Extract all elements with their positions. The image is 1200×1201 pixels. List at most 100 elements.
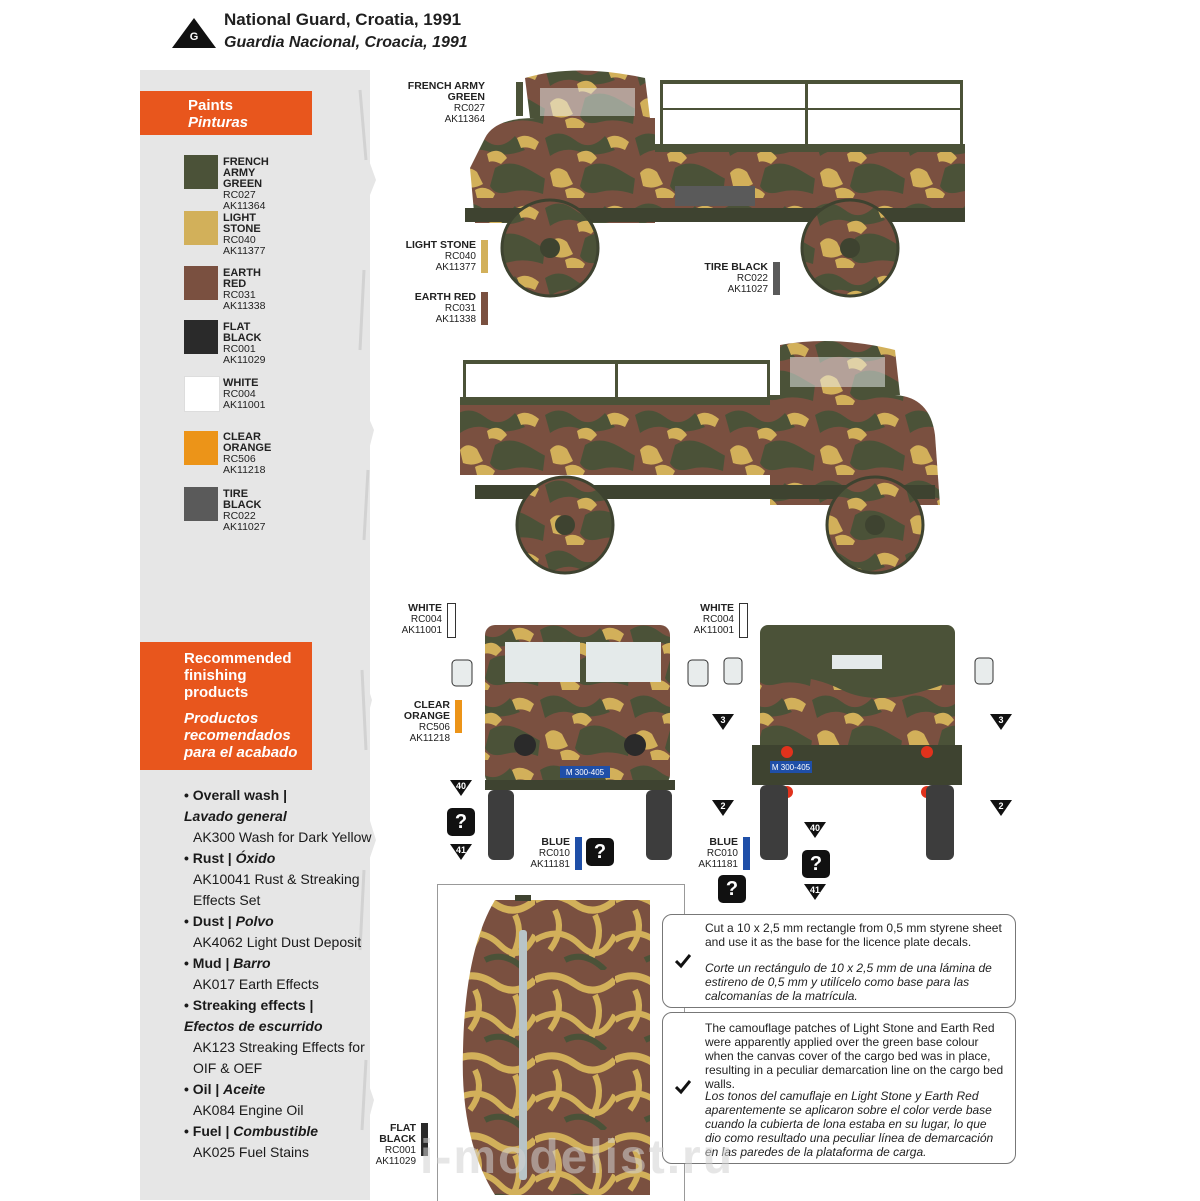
note-camouflage: The camouflage patches of Light Stone an…	[662, 1012, 1016, 1164]
finishing-item-es: Lavado general	[184, 808, 287, 824]
finishing-product: AK084 Engine Oil	[193, 1102, 304, 1118]
marker-triangle-icon	[712, 714, 734, 730]
marker-triangle-icon	[450, 844, 472, 860]
finishing-product: AK4062 Light Dust Deposit	[193, 934, 362, 950]
note-text-en: Cut a 10 x 2,5 mm rectangle from 0,5 mm …	[705, 921, 1002, 949]
question-marker-icon: ?	[718, 875, 746, 903]
finishing-list: • Overall wash | Lavado general AK300 Wa…	[184, 785, 371, 1163]
marker-triangle-icon	[990, 714, 1012, 730]
marker-number: 40	[809, 823, 820, 833]
finishing-item: • Fuel | Combustible	[184, 1123, 319, 1139]
callout-bar	[481, 240, 488, 273]
marker-triangle-icon	[804, 884, 826, 900]
finishing-title-es: para el acabado	[184, 744, 298, 761]
callout-bar	[447, 603, 456, 638]
brush-edge-decoration	[330, 70, 376, 1200]
callout-bar	[516, 82, 523, 116]
paints-title: Paints	[188, 97, 234, 114]
swatch-light-stone	[184, 211, 218, 245]
swatch-white	[184, 376, 220, 412]
finishing-title: Recommended	[184, 650, 292, 667]
marker-number: 40	[455, 781, 466, 791]
question-marker-icon: ?	[802, 850, 830, 878]
truck-rear-view: M 300-405	[723, 625, 994, 860]
marker-triangle-icon	[990, 800, 1012, 816]
swatch-clear-orange	[184, 431, 218, 465]
finishing-item: • Mud | Barro	[184, 955, 271, 971]
swatch-earth-red	[184, 266, 218, 300]
finishing-product: AK017 Earth Effects	[193, 976, 319, 992]
finishing-title: finishing	[184, 667, 247, 684]
finishing-product: AK123 Streaking Effects for	[193, 1039, 365, 1055]
paints-title-es: Pinturas	[188, 114, 249, 131]
finishing-product: AK10041 Rust & Streaking	[193, 871, 360, 887]
callout-bar	[575, 837, 582, 870]
finishing-product: OIF & OEF	[193, 1060, 263, 1076]
finishing-title-es: Productos	[184, 710, 259, 727]
marker-number: 2	[998, 801, 1004, 811]
finishing-product: AK025 Fuel Stains	[193, 1144, 309, 1160]
paints-heading: Paints Pinturas	[140, 91, 312, 135]
marker-number: 41	[455, 845, 466, 855]
truck-side-view-left	[465, 70, 965, 298]
marker-number: 3	[998, 715, 1004, 725]
swatch-tire-black	[184, 487, 218, 521]
marker-triangle-icon	[804, 822, 826, 838]
marker-number: 2	[720, 801, 726, 811]
callout-bar	[739, 603, 748, 638]
watermark: i-modelist.ru	[420, 1131, 735, 1184]
question-marker-icon: ?	[586, 838, 614, 866]
marker-number: 3	[720, 715, 726, 725]
section-marker-icon	[172, 18, 216, 48]
finishing-product: AK300 Wash for Dark Yellow	[193, 829, 372, 845]
question-marker-icon: ?	[447, 808, 475, 836]
finishing-heading: Recommended finishing products Productos…	[140, 642, 312, 770]
callout-bar	[455, 700, 462, 733]
page-subtitle: Guardia Nacional, Croacia, 1991	[224, 34, 468, 51]
note-text-es: Corte un rectángulo de 10 x 2,5 mm de un…	[705, 961, 992, 1003]
truck-top-view	[462, 895, 650, 1195]
section-letter: G	[189, 31, 199, 43]
marker-triangle-icon	[450, 780, 472, 796]
rear-plate: M 300-405	[772, 763, 811, 772]
page-title: National Guard, Croatia, 1991	[224, 10, 462, 29]
truck-side-view-right	[460, 341, 940, 575]
truck-front-view: M 300-405	[451, 625, 709, 860]
check-icon	[675, 1080, 691, 1095]
finishing-product: Effects Set	[193, 892, 261, 908]
note-licence-plate: Cut a 10 x 2,5 mm rectangle from 0,5 mm …	[662, 914, 1016, 1008]
swatch-flat-black	[184, 320, 218, 354]
finishing-item-es: Efectos de escurrido	[184, 1018, 323, 1034]
finishing-item: • Dust | Polvo	[184, 913, 274, 929]
finishing-item: • Overall wash |	[184, 787, 287, 803]
note-text-es: Los tonos del camuflaje en Light Stone y…	[705, 1089, 994, 1159]
marker-number: 41	[809, 885, 820, 895]
finishing-item: • Oil | Aceite	[184, 1081, 266, 1097]
callout-bar	[773, 262, 780, 295]
note-text-en: The camouflage patches of Light Stone an…	[705, 1021, 1004, 1091]
finishing-item: • Rust | Óxido	[184, 850, 276, 866]
finishing-title-es: recomendados	[184, 727, 291, 744]
finishing-item: • Streaking effects |	[184, 997, 314, 1013]
callout-bar	[421, 1123, 428, 1156]
callout-bar	[481, 292, 488, 325]
finishing-title: products	[184, 684, 249, 701]
callout-bar	[743, 837, 750, 870]
check-icon	[675, 954, 691, 969]
